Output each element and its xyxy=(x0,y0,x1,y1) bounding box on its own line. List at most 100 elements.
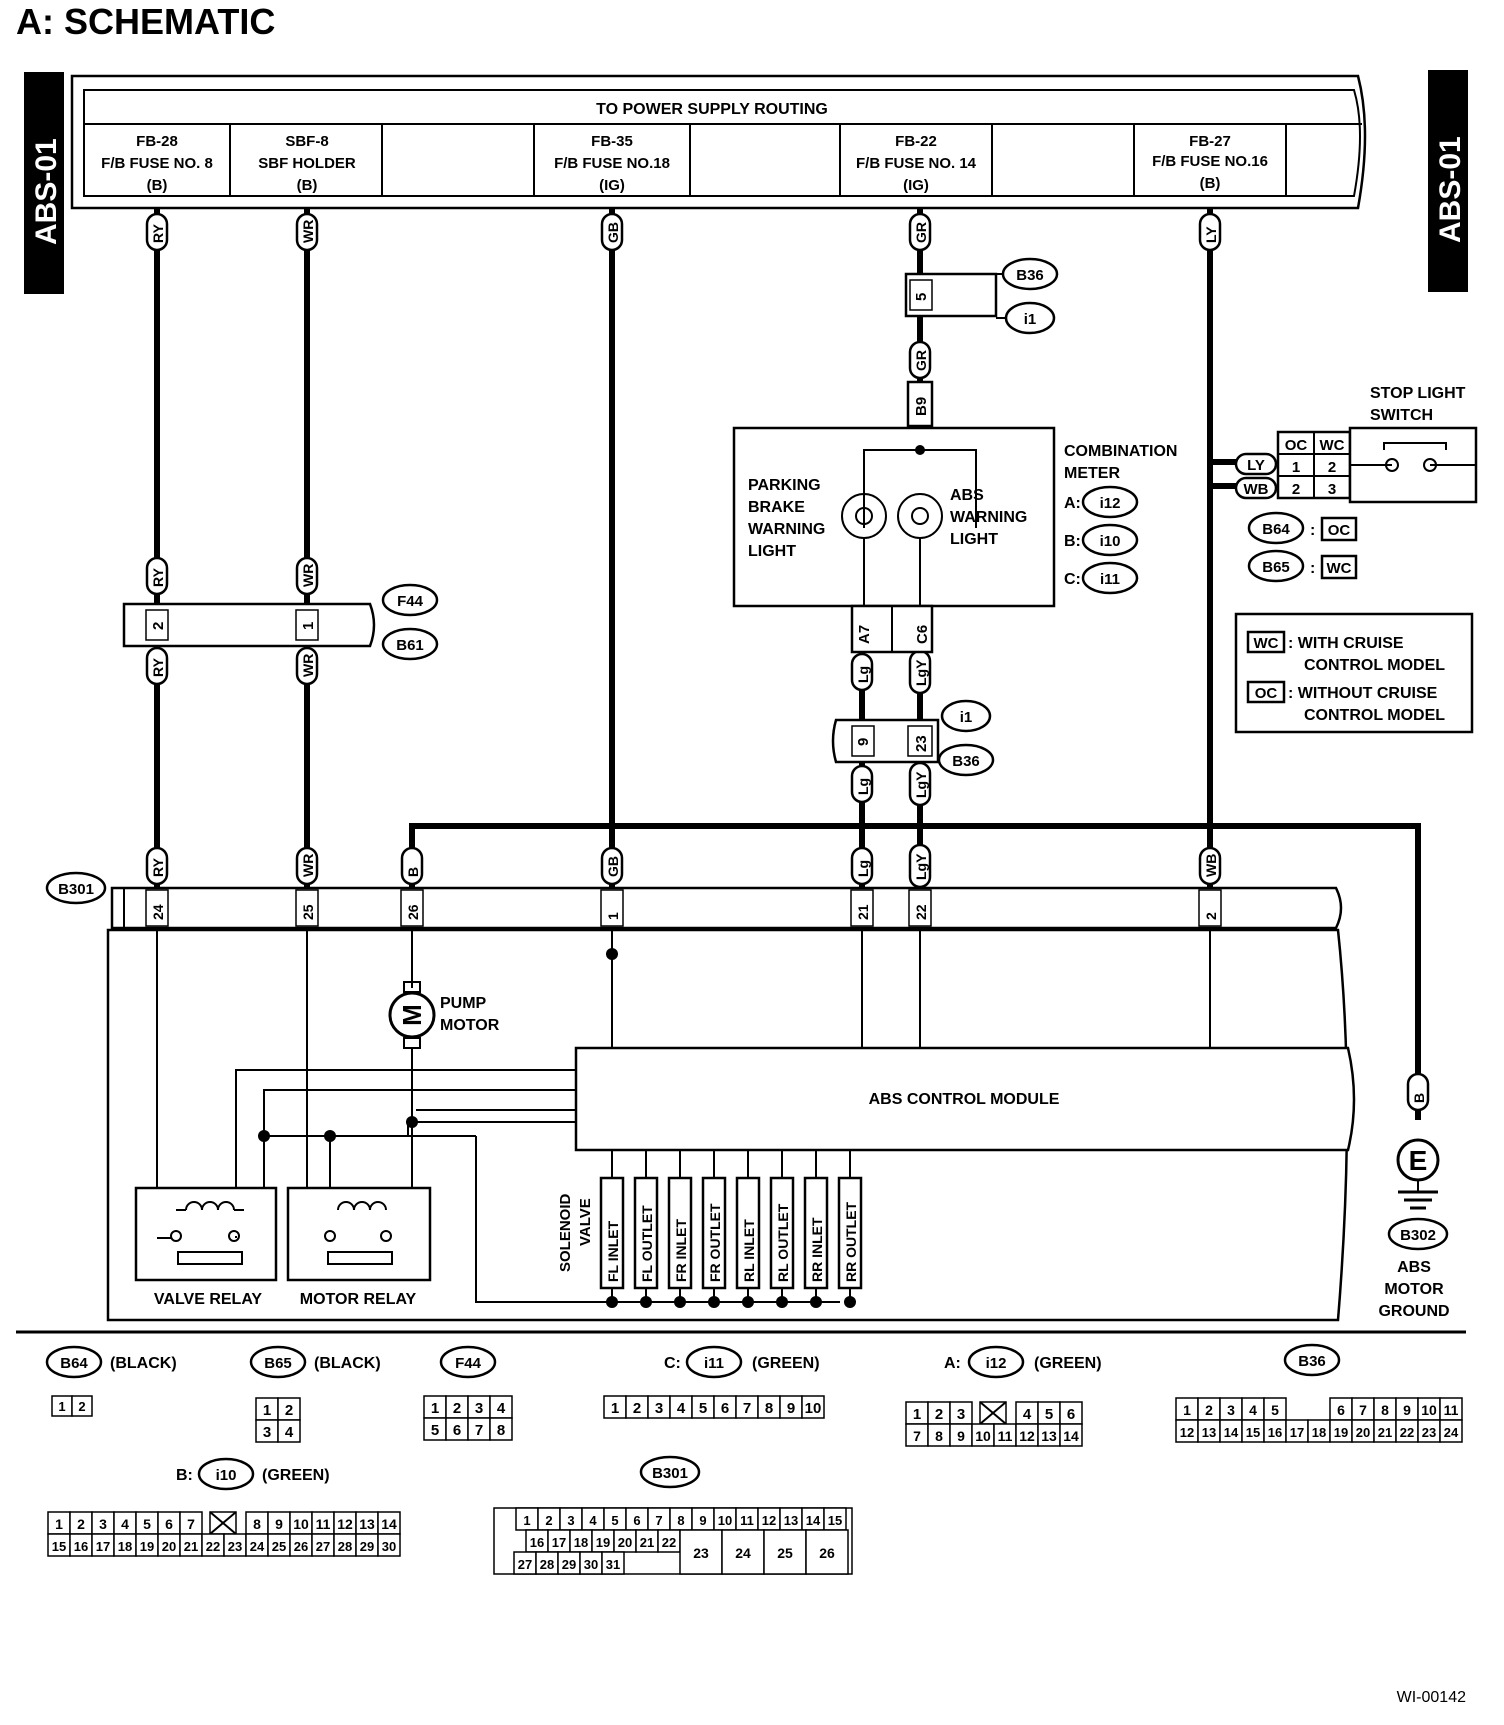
i10-meter: i10 xyxy=(1100,533,1121,550)
b301-pin-r2-2: 18 xyxy=(574,1535,588,1550)
b301-callout: B301 xyxy=(58,881,94,898)
f44-pin-1: 2 xyxy=(453,1400,461,1417)
wire-wb-switch: WB xyxy=(1244,481,1269,498)
abs-warning-label-1: ABS xyxy=(950,487,984,504)
b36-pin-r2-8: 20 xyxy=(1356,1425,1370,1440)
legend-wc-line1: : WITH CRUISE xyxy=(1288,635,1404,652)
pin-i1-lgy: 23 xyxy=(913,735,930,752)
b65-color: (BLACK) xyxy=(314,1355,381,1372)
i10-bottom-oval xyxy=(197,1457,255,1491)
pin-f44-wr: 1 xyxy=(300,622,317,630)
b301-pin-r2b-1: 24 xyxy=(735,1545,751,1561)
wire-lgy-low: LgY xyxy=(913,771,929,798)
wire-gb-b301-tag xyxy=(600,846,624,886)
b301-pin-r1-5: 6 xyxy=(633,1513,640,1528)
wire-lgy-mid: LgY xyxy=(913,659,929,686)
valve-relay: VALVE RELAY xyxy=(134,1186,278,1308)
valve-relay-label: VALVE RELAY xyxy=(154,1291,263,1308)
b36-lower: B36 xyxy=(952,753,980,770)
b36-pin-r2-9: 21 xyxy=(1378,1425,1392,1440)
b36-pin-r1-6: 7 xyxy=(1359,1402,1367,1418)
i11-pin-5: 6 xyxy=(721,1400,729,1417)
b64-switch-oval xyxy=(1247,511,1305,545)
connector-b36-i1-upper: 5 xyxy=(904,272,1010,318)
abs-warning-label-2: WARNING xyxy=(950,509,1027,526)
wire-b-ground-tag xyxy=(1406,1072,1430,1112)
b64-bottom-oval xyxy=(45,1345,103,1379)
parking-brake-label-4: LIGHT xyxy=(748,543,796,560)
valve-3-label: FR OUTLET xyxy=(707,1203,723,1282)
wire-lg-low-tag xyxy=(850,764,874,804)
b36-pin-r2-12: 24 xyxy=(1444,1425,1459,1440)
b301-pin-2: 26 xyxy=(405,904,421,920)
wire-lg-b301-tag xyxy=(850,846,874,886)
i10-pin-r2-10: 25 xyxy=(272,1539,286,1554)
wire-ry-b301: RY xyxy=(150,857,166,877)
i1-lower: i1 xyxy=(960,709,973,726)
i10-prefix: B: xyxy=(176,1467,193,1484)
b301-pin-r2-1: 17 xyxy=(552,1535,566,1550)
b65-code: WC xyxy=(1327,560,1352,577)
b301-pin-r2-5: 21 xyxy=(640,1535,654,1550)
pin-a7: A7 xyxy=(856,625,873,644)
wire-wr-top-tag xyxy=(295,212,319,252)
wire-b-b301-tag xyxy=(400,846,424,886)
abs-control-module-label: ABS CONTROL MODULE xyxy=(869,1091,1060,1108)
valve-2-label: FR INLET xyxy=(673,1219,689,1282)
legend-wc: WC xyxy=(1254,635,1279,652)
fuse-sbf8-name: SBF HOLDER xyxy=(258,155,356,172)
b301-pin-r2-4: 20 xyxy=(618,1535,632,1550)
wire-gb-b301: GB xyxy=(605,856,621,877)
wire-gr-mid-tag xyxy=(908,340,932,380)
i12-pin-r1-3: 4 xyxy=(1023,1406,1032,1423)
stop-switch-wc-2: 3 xyxy=(1328,481,1336,498)
wire-ly-switch: LY xyxy=(1247,457,1265,474)
wire-lg-mid: Lg xyxy=(855,666,871,683)
i11-pin-0: 1 xyxy=(611,1400,619,1417)
i10-pin-r2-9: 24 xyxy=(250,1539,265,1554)
wire-b-b301: B xyxy=(405,867,421,877)
fuse-sbf8-type: (B) xyxy=(297,177,318,194)
abs-motor-ground: E ABS MOTOR GROUND xyxy=(1378,1138,1450,1320)
b36-pin-r2-10: 22 xyxy=(1400,1425,1414,1440)
stop-switch-wc-1: 2 xyxy=(1328,459,1336,476)
connector-callouts: B36i1i12i10i11F44B61i1B36B301B64B65B302B… xyxy=(45,257,1449,1491)
i10-pin-r1-8: 9 xyxy=(275,1516,283,1532)
i11-pin-4: 5 xyxy=(699,1400,707,1417)
b64-pin-0: 1 xyxy=(58,1399,65,1414)
b301-pin-r2b-0: 23 xyxy=(693,1545,709,1561)
b36-bottom: B36 xyxy=(1298,1353,1326,1370)
b36-upper-oval xyxy=(1001,257,1059,291)
i12-pin-r2-3: 10 xyxy=(975,1428,991,1444)
i12-pin-r2-6: 13 xyxy=(1041,1428,1057,1444)
i12-pin-r2-7: 14 xyxy=(1063,1428,1079,1444)
f44-pin-7: 8 xyxy=(497,1422,505,1439)
wire-wb-b301: WB xyxy=(1203,854,1219,877)
b36-pin-r2-6: 18 xyxy=(1312,1425,1326,1440)
b36-upper: B36 xyxy=(1016,267,1044,284)
b301-pin-r3-1: 28 xyxy=(540,1557,554,1572)
combination-meter-label-1: COMBINATION xyxy=(1064,443,1177,460)
b65-bottom-oval xyxy=(249,1345,307,1379)
i12-pin-r2-2: 9 xyxy=(957,1428,965,1444)
b64-bottom: B64 xyxy=(60,1355,88,1372)
b61-callout: B61 xyxy=(396,637,424,654)
connector-i1-b36-lower: 9 23 xyxy=(831,718,940,764)
b301-bottom-oval xyxy=(639,1455,701,1489)
i1-upper: i1 xyxy=(1024,311,1037,328)
b301-pin-r1-12: 13 xyxy=(784,1513,798,1528)
b36-pin-r1-4: 5 xyxy=(1271,1402,1279,1418)
i10-pin-r1-7: 8 xyxy=(253,1516,261,1532)
i11-pin-8: 9 xyxy=(787,1400,795,1417)
wire-wr-f44-top: WR xyxy=(300,564,316,587)
stop-light-switch: OC WC 1 2 2 3 xyxy=(1276,426,1478,504)
combination-meter: PARKING BRAKE WARNING LIGHT ABS WARNING … xyxy=(732,426,1056,608)
b301-pin-r1-4: 5 xyxy=(611,1513,618,1528)
i10-color: (GREEN) xyxy=(262,1467,330,1484)
valve-0-label: FL INLET xyxy=(605,1220,621,1282)
stop-light-label-1: STOP LIGHT xyxy=(1370,385,1466,402)
b301-pin-r2-0: 16 xyxy=(530,1535,544,1550)
b301-pin-r1-9: 10 xyxy=(718,1513,732,1528)
